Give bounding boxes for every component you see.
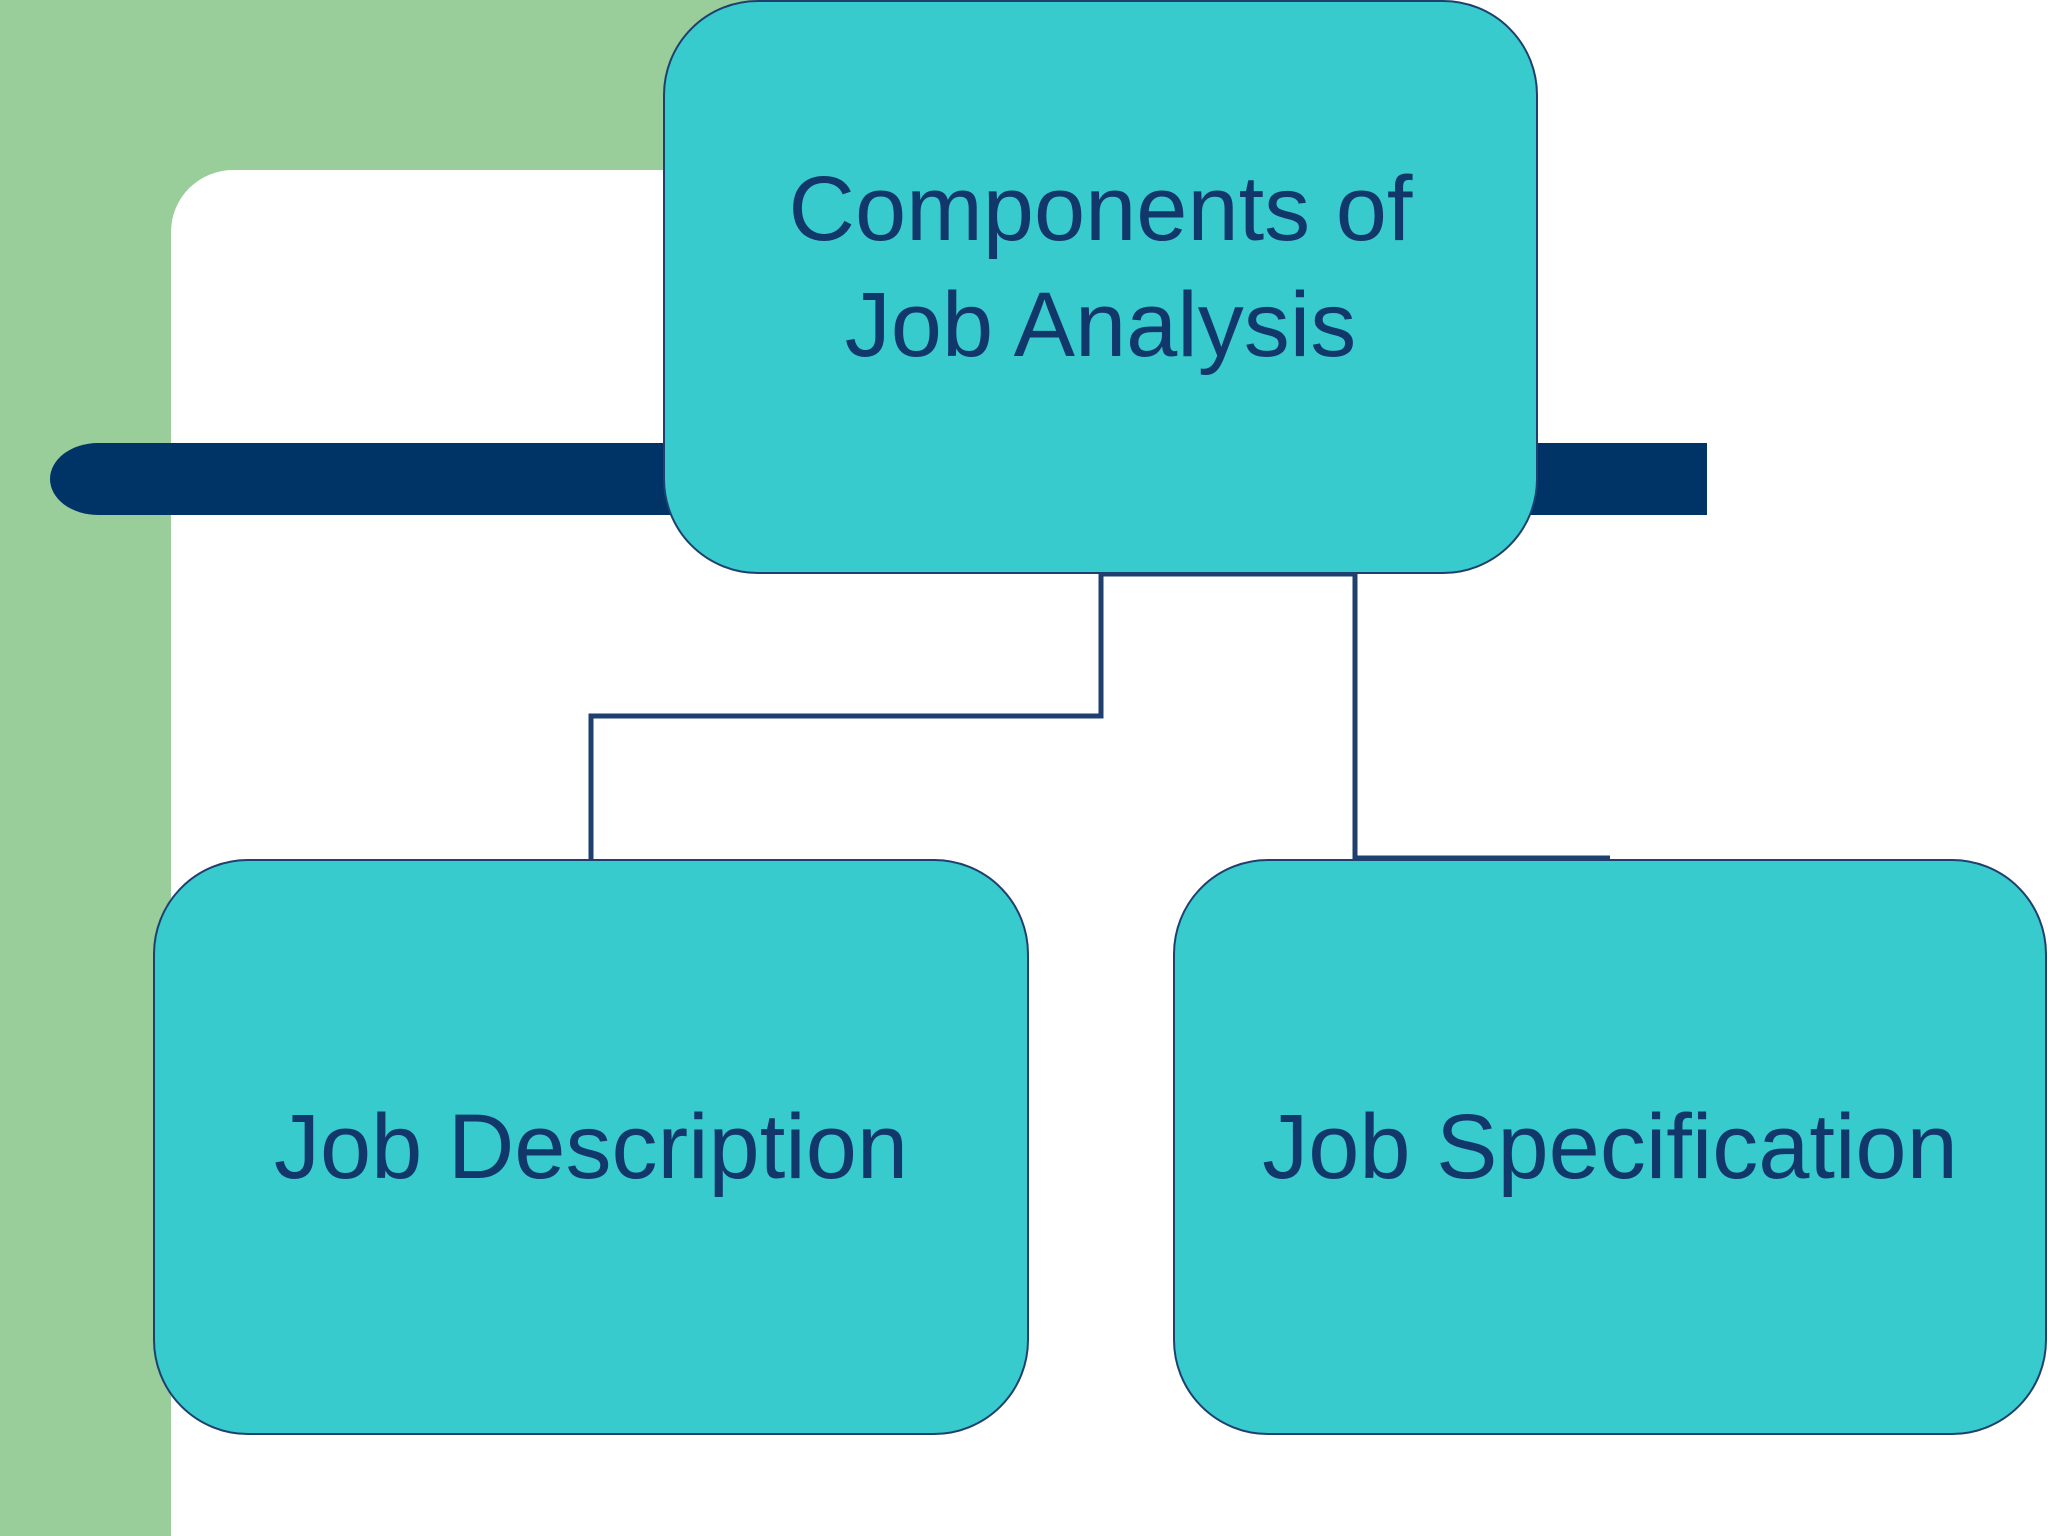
connector-root-to-job-specification bbox=[1101, 571, 1610, 861]
node-job-specification-label: Job Specification bbox=[1262, 1096, 1958, 1198]
node-job-description-label: Job Description bbox=[273, 1096, 909, 1198]
node-job-description: Job Description bbox=[153, 859, 1029, 1435]
node-components-of-job-analysis: Components of Job Analysis bbox=[663, 0, 1538, 574]
node-root-label: Components of Job Analysis bbox=[788, 158, 1413, 376]
node-job-specification: Job Specification bbox=[1173, 859, 2047, 1435]
connector-root-to-job-description bbox=[588, 574, 1104, 859]
